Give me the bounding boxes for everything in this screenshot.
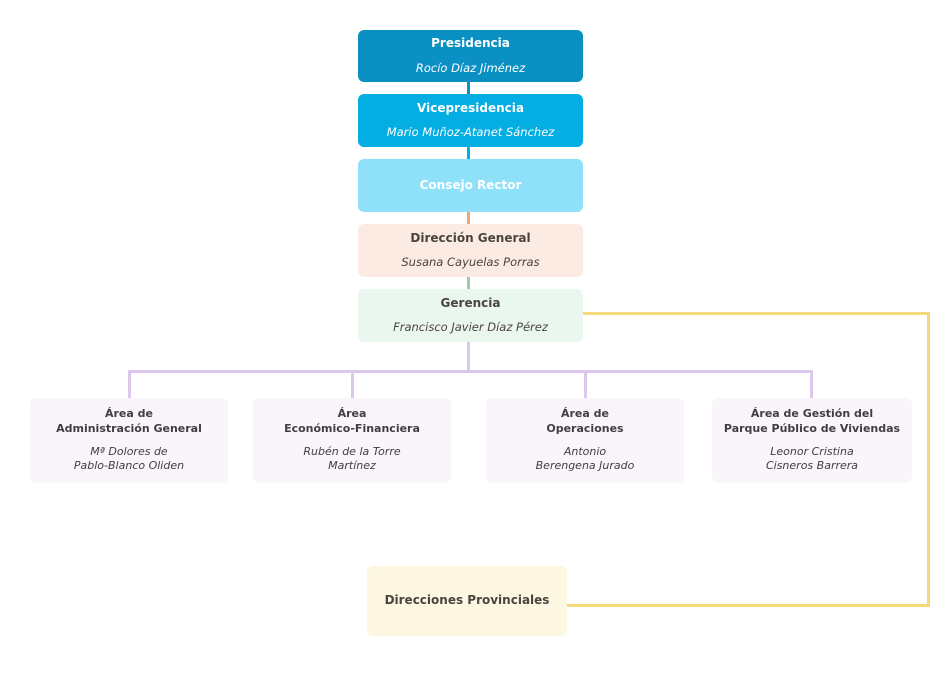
node-vicepresidencia: Vicepresidencia Mario Muñoz-Atanet Sánch… bbox=[358, 94, 583, 147]
direccion-general-person: Susana Cayuelas Porras bbox=[401, 255, 540, 270]
connector-area-operaciones-drop bbox=[584, 370, 587, 398]
area-gestion-person: Leonor Cristina Cisneros Barrera bbox=[765, 444, 859, 473]
connector-area-gestion-drop bbox=[810, 370, 813, 398]
area-administracion-title: Área de Administración General bbox=[56, 407, 202, 435]
connector-areas-horizontal bbox=[128, 370, 813, 373]
connector-area-economico-drop bbox=[351, 370, 354, 398]
connector-vicepresidencia-consejo-rector bbox=[467, 147, 470, 159]
area-operaciones-title: Área de Operaciones bbox=[546, 407, 624, 435]
area-operaciones-person: Antonio Berengena Jurado bbox=[535, 444, 635, 473]
node-presidencia: Presidencia Rocío Díaz Jiménez bbox=[358, 30, 583, 82]
connector-gerencia-areas-stem bbox=[467, 342, 470, 373]
node-area-gestion-parque-publico: Área de Gestión del Parque Público de Vi… bbox=[712, 398, 912, 483]
connector-direccion-general-gerencia bbox=[467, 277, 470, 289]
area-economico-title: Área Económico-Financiera bbox=[284, 407, 420, 435]
direcciones-provinciales-title: Direcciones Provinciales bbox=[384, 593, 550, 608]
node-direccion-general: Dirección General Susana Cayuelas Porras bbox=[358, 224, 583, 277]
gerencia-person: Francisco Javier Díaz Pérez bbox=[393, 320, 548, 335]
connector-presidencia-vicepresidencia bbox=[467, 82, 470, 94]
presidencia-person: Rocío Díaz Jiménez bbox=[415, 60, 526, 75]
node-gerencia: Gerencia Francisco Javier Díaz Pérez bbox=[358, 289, 583, 342]
gerencia-title: Gerencia bbox=[440, 295, 501, 310]
area-administracion-person: Mª Dolores de Pablo-Blanco Oliden bbox=[73, 444, 185, 473]
connector-gerencia-provinciales-bottom bbox=[567, 604, 930, 607]
area-economico-person: Rubén de la Torre Martínez bbox=[303, 444, 401, 473]
connector-area-administracion-drop bbox=[128, 370, 131, 398]
node-consejo-rector: Consejo Rector bbox=[358, 159, 583, 212]
area-gestion-title: Área de Gestión del Parque Público de Vi… bbox=[723, 407, 901, 435]
connector-gerencia-provinciales-top bbox=[583, 312, 930, 315]
node-area-operaciones: Área de Operaciones Antonio Berengena Ju… bbox=[486, 398, 684, 483]
vicepresidencia-title: Vicepresidencia bbox=[417, 100, 524, 115]
connector-consejo-rector-direccion-general bbox=[467, 212, 470, 224]
connector-gerencia-provinciales-right bbox=[927, 312, 930, 607]
node-direcciones-provinciales: Direcciones Provinciales bbox=[367, 566, 567, 636]
consejo-rector-title: Consejo Rector bbox=[419, 177, 522, 192]
presidencia-title: Presidencia bbox=[431, 36, 510, 50]
node-area-administracion-general: Área de Administración General Mª Dolore… bbox=[30, 398, 228, 483]
node-area-economico-financiera: Área Económico-Financiera Rubén de la To… bbox=[253, 398, 451, 483]
direccion-general-title: Dirección General bbox=[410, 230, 531, 245]
vicepresidencia-person: Mario Muñoz-Atanet Sánchez bbox=[386, 125, 555, 140]
